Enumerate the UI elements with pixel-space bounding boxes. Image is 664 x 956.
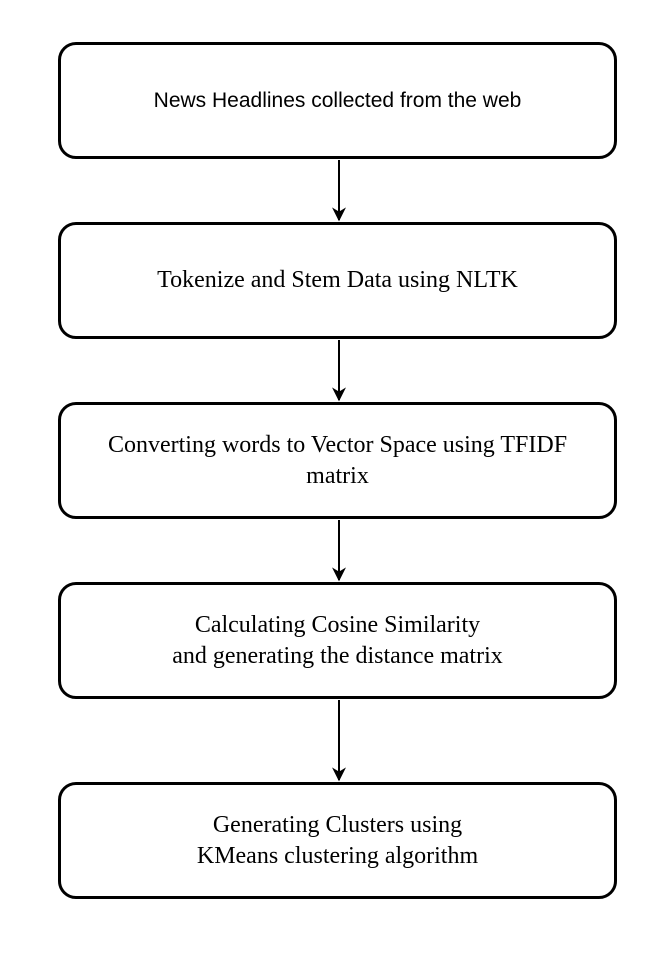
step-label: Tokenize and Stem Data using NLTK [157,267,518,293]
step-news-headlines: News Headlines collected from the web [58,42,617,159]
step-label: News Headlines collected from the web [153,89,522,112]
step-cosine-similarity: Calculating Cosine Similarity and genera… [58,582,617,699]
step-tokenize-stem: Tokenize and Stem Data using NLTK [58,222,617,339]
step-kmeans-clustering: Generating Clusters using KMeans cluster… [58,782,617,899]
step-label: Generating Clusters using KMeans cluster… [196,811,479,869]
step-label: Converting words to Vector Space using T… [107,431,568,489]
step-label: Calculating Cosine Similarity and genera… [172,611,503,669]
step-tfidf-vectorize: Converting words to Vector Space using T… [58,402,617,519]
